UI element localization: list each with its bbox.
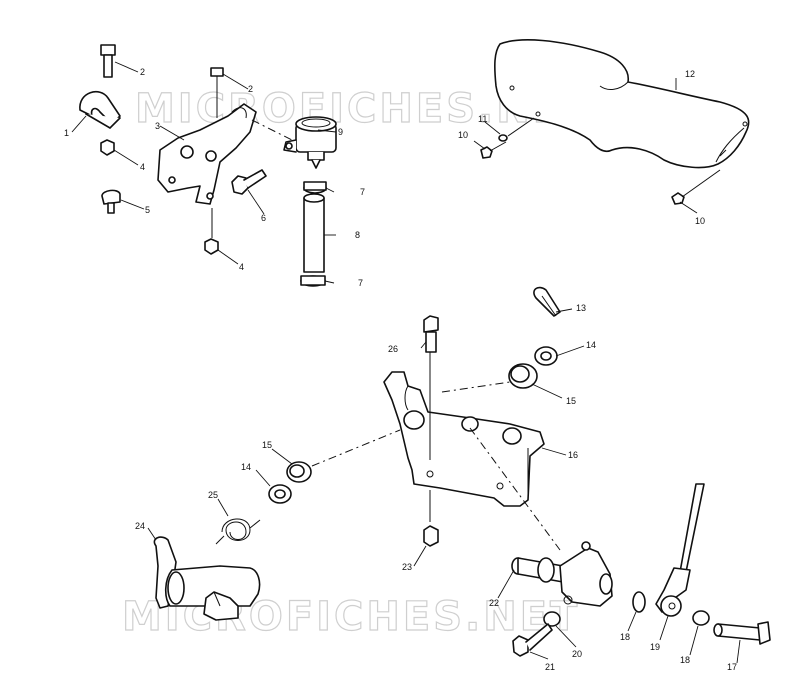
part-6-bolt[interactable] bbox=[231, 169, 267, 195]
callout-3: 3 bbox=[155, 121, 160, 131]
callout-14-upper: 14 bbox=[586, 340, 596, 350]
part-24-pedal[interactable] bbox=[153, 536, 261, 621]
callout-25: 25 bbox=[208, 490, 218, 500]
callout-1: 1 bbox=[64, 128, 69, 138]
callout-13: 13 bbox=[576, 303, 586, 313]
part-25-spring[interactable] bbox=[215, 518, 261, 545]
part-14-washer-upper[interactable] bbox=[534, 346, 558, 366]
part-5-clip[interactable] bbox=[101, 189, 121, 214]
part-18-washer-left[interactable] bbox=[632, 591, 646, 613]
part-11-washer[interactable] bbox=[498, 134, 508, 142]
part-10-screw-right[interactable] bbox=[671, 169, 721, 205]
callout-9: 9 bbox=[338, 127, 343, 137]
part-1-clamp[interactable] bbox=[79, 90, 121, 129]
part-15-bushing-left[interactable] bbox=[286, 461, 312, 483]
part-21-bolt[interactable] bbox=[512, 623, 553, 657]
callout-4-lower: 4 bbox=[239, 262, 244, 272]
callout-18-left: 18 bbox=[620, 632, 630, 642]
part-4-nut-upper[interactable] bbox=[100, 139, 115, 156]
part-17-bolt[interactable] bbox=[713, 621, 771, 645]
part-7-clamp-lower[interactable] bbox=[300, 275, 326, 287]
part-19-rod-clevis[interactable] bbox=[655, 483, 705, 617]
part-16-bracket[interactable] bbox=[383, 371, 545, 507]
callout-2-upper: 2 bbox=[140, 67, 145, 77]
callout-21: 21 bbox=[545, 662, 555, 672]
part-2-bolt-upper[interactable] bbox=[100, 44, 116, 78]
part-7-clamp-upper[interactable] bbox=[303, 181, 327, 194]
callout-15-left: 15 bbox=[262, 440, 272, 450]
callout-16: 16 bbox=[568, 450, 578, 460]
part-10-screw-left[interactable] bbox=[480, 141, 507, 159]
callout-8: 8 bbox=[355, 230, 360, 240]
part-3-bracket[interactable] bbox=[157, 103, 257, 205]
callout-23: 23 bbox=[402, 562, 412, 572]
part-12-cover[interactable] bbox=[494, 39, 750, 169]
callout-7-lower: 7 bbox=[358, 278, 363, 288]
part-8-hose[interactable] bbox=[303, 193, 325, 273]
callout-11: 11 bbox=[478, 114, 487, 124]
part-4-nut-lower[interactable] bbox=[204, 238, 219, 255]
part-13-cotter-pin[interactable] bbox=[533, 286, 561, 317]
callout-22: 22 bbox=[489, 598, 499, 608]
callout-6: 6 bbox=[261, 213, 266, 223]
part-2-bolt-second[interactable] bbox=[210, 67, 224, 118]
callout-7-upper: 7 bbox=[360, 187, 365, 197]
part-20-washer[interactable] bbox=[543, 611, 561, 627]
callout-12: 12 bbox=[685, 69, 695, 79]
callout-20: 20 bbox=[572, 649, 582, 659]
part-22-shaft[interactable] bbox=[511, 541, 613, 607]
part-23-nut[interactable] bbox=[423, 525, 439, 547]
callout-14-left: 14 bbox=[241, 462, 251, 472]
callout-10-right: 10 bbox=[695, 216, 705, 226]
callout-5: 5 bbox=[145, 205, 150, 215]
callout-10-left: 10 bbox=[458, 130, 468, 140]
callout-24: 24 bbox=[135, 521, 145, 531]
callout-19: 19 bbox=[650, 642, 660, 652]
callout-2-second: 2 bbox=[248, 84, 253, 94]
part-26-bolt[interactable] bbox=[423, 315, 439, 353]
part-14-washer-left[interactable] bbox=[268, 484, 292, 504]
callout-17: 17 bbox=[727, 662, 737, 672]
part-15-bushing-upper[interactable] bbox=[508, 363, 538, 389]
part-18-washer-right[interactable] bbox=[692, 610, 710, 626]
callout-4-upper: 4 bbox=[140, 162, 145, 172]
callout-26: 26 bbox=[388, 344, 398, 354]
callout-15-upper: 15 bbox=[566, 396, 576, 406]
callout-18-right: 18 bbox=[680, 655, 690, 665]
